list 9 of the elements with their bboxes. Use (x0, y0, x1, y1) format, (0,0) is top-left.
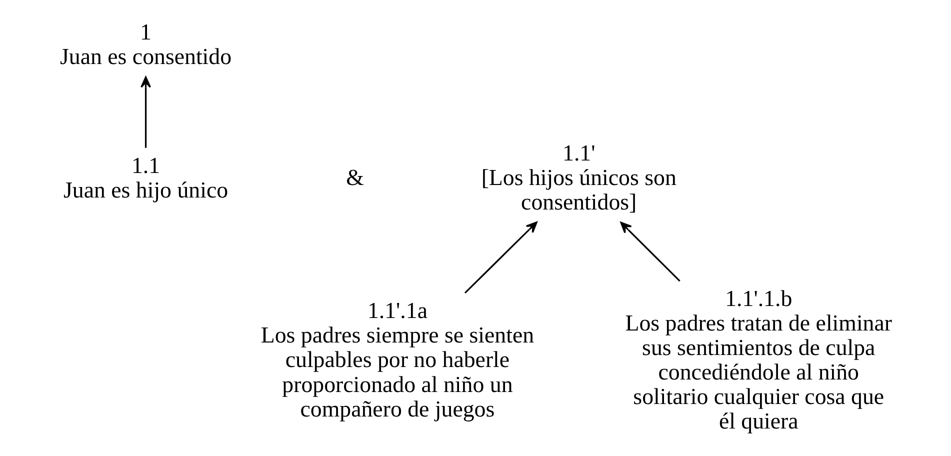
arrow (140, 76, 151, 148)
arrow (620, 222, 680, 282)
node-text: 1.1' [Los hijos únicos son consentidos] (481, 140, 676, 215)
node-text: 1 Juan es consentido (60, 20, 232, 70)
arrow (464, 222, 538, 294)
node-text: 1.1'.1a Los padres siempre se sienten culpables por no haberle proporcionado al niño un compañero de juegos (260, 298, 534, 422)
node-text: 1.1 Juan es hijo único (63, 152, 228, 202)
node-text: 1.1'.1.b Los padres tratan de eliminar sus sentimientos de culpa concediéndole al niño solitario cualquier cosa que él quiera (625, 286, 892, 434)
label: & (346, 165, 364, 190)
